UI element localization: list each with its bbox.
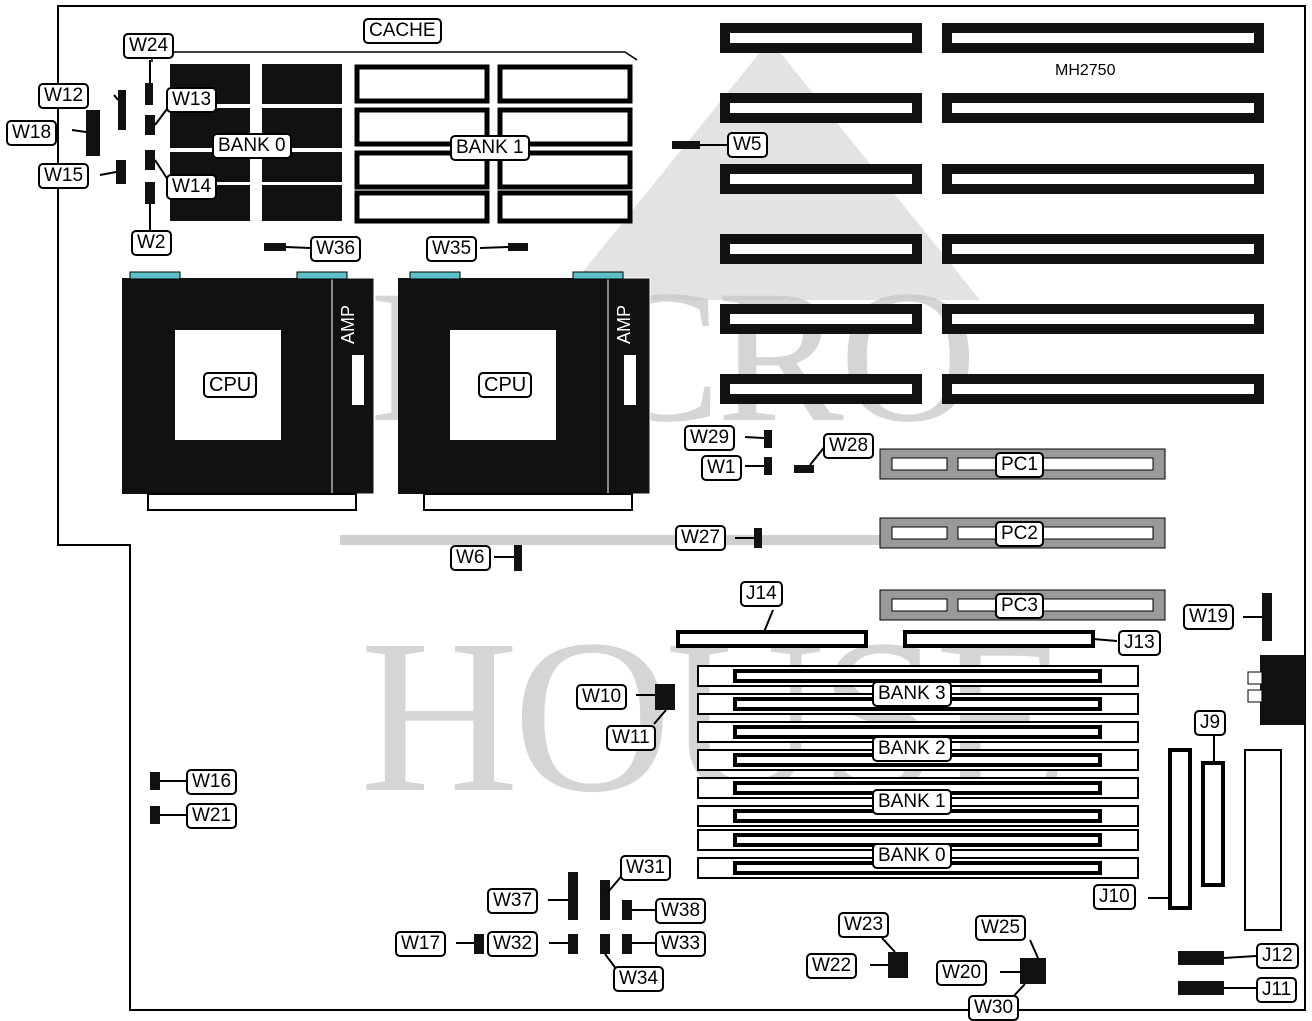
jumper-w16-label: W16 [186, 769, 238, 795]
j11-header [1178, 981, 1224, 995]
j14-label: J14 [740, 581, 783, 607]
pc1-label: PC1 [995, 452, 1044, 478]
jumper-w32-label: W32 [487, 931, 539, 957]
jumper-w20-label: W20 [936, 960, 988, 986]
amp1-label: AMP [338, 305, 358, 345]
jumper-w29-label: W29 [684, 425, 736, 451]
jumper-w31-label: W31 [620, 855, 672, 881]
jumper-w19-label: W19 [1183, 604, 1235, 630]
top-slots [720, 23, 1264, 404]
jumper-w13-label: W13 [166, 87, 218, 113]
cpu-socket-2 [398, 271, 651, 511]
power-connector [1244, 749, 1282, 931]
j13-label: J13 [1118, 630, 1161, 656]
j14-header [676, 630, 868, 648]
jumper-w17-label: W17 [395, 931, 447, 957]
jumper-w1-label: W1 [701, 455, 742, 481]
j12-label: J12 [1256, 943, 1299, 969]
jumper-w5-label: W5 [727, 132, 768, 158]
jumper-w10-label: W10 [576, 684, 628, 710]
simm-bank1-label: BANK 1 [872, 789, 952, 815]
jumper-blocks [86, 83, 1272, 984]
j10-header [1168, 748, 1192, 910]
j12-header [1178, 951, 1224, 965]
cpu1-label: CPU [203, 372, 258, 398]
jumper-w34-label: W34 [613, 966, 665, 992]
cache-bank0-label: BANK 0 [212, 133, 292, 159]
jumper-w36-label: W36 [310, 236, 362, 262]
jumper-w18-label: W18 [6, 120, 58, 146]
pc3-label: PC3 [995, 593, 1044, 619]
pc2-label: PC2 [995, 521, 1044, 547]
jumper-w38-label: W38 [655, 898, 707, 924]
jumper-w33-label: W33 [655, 931, 707, 957]
jumper-w24-label: W24 [123, 33, 175, 59]
cache-label: CACHE [363, 18, 442, 44]
model-label: MH2750 [1055, 62, 1116, 79]
jumper-w37-label: W37 [487, 888, 539, 914]
simm-bank0-label: BANK 0 [872, 843, 952, 869]
j13-header [903, 630, 1095, 648]
jumper-w23-label: W23 [838, 912, 890, 938]
jumper-w27-label: W27 [675, 525, 727, 551]
board-outline [57, 5, 1306, 1011]
j9-label: J9 [1194, 710, 1227, 736]
jumper-w22-label: W22 [806, 953, 858, 979]
jumper-w12-label: W12 [38, 83, 90, 109]
jumper-w15-label: W15 [38, 163, 90, 189]
jumper-w35-label: W35 [426, 236, 478, 262]
jumper-w11-label: W11 [606, 725, 656, 751]
cpu2-label: CPU [478, 372, 533, 398]
keyboard-connector [1260, 655, 1305, 725]
simm-bank3-label: BANK 3 [872, 681, 952, 707]
cache-bank1-label: BANK 1 [450, 135, 530, 161]
j9-header [1201, 761, 1225, 887]
jumper-w14-label: W14 [166, 174, 218, 200]
j10-label: J10 [1093, 884, 1136, 910]
simm-bank2-label: BANK 2 [872, 736, 952, 762]
jumper-w21-label: W21 [186, 803, 238, 829]
amp2-label: AMP [614, 305, 634, 345]
j11-label: J11 [1256, 977, 1298, 1003]
jumper-w6-label: W6 [450, 545, 491, 571]
jumper-w30-label: W30 [968, 995, 1020, 1021]
jumper-w2-label: W2 [131, 230, 172, 256]
jumper-w28-label: W28 [823, 433, 875, 459]
jumper-w25-label: W25 [975, 915, 1027, 941]
